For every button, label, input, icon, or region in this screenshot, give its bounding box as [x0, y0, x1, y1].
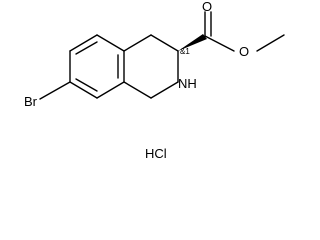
double-bond-ring-bottom-left	[75, 78, 98, 92]
bond-c3-c4	[150, 34, 179, 52]
stereo-wedge-bond	[178, 34, 207, 51]
molecule-diagram: Br NH O O &1 HCl	[24, 0, 285, 161]
double-bond-ring-top-left	[75, 41, 98, 55]
bond-n-c1	[150, 81, 179, 99]
nh-label: NH	[178, 76, 197, 91]
bond-c1-c8a	[123, 81, 152, 99]
bond-ring-bottom-left	[69, 81, 98, 99]
bond-carbon-bromine	[39, 81, 71, 100]
bond-ring-top-right	[96, 34, 125, 52]
carbonyl-oxygen-label: O	[202, 0, 212, 14]
bromine-label: Br	[24, 94, 38, 109]
bond-ester-oxygen	[204, 35, 235, 52]
hydrochloride-label: HCl	[145, 146, 167, 161]
stereo-descriptor-label: &1	[180, 47, 190, 56]
benzene-ring	[69, 34, 125, 99]
bond-ring-top-left	[69, 34, 98, 52]
structure-canvas: Br NH O O &1 HCl	[24, 0, 285, 161]
ester-oxygen-label: O	[239, 44, 249, 59]
bond-c4-c4a	[123, 34, 152, 52]
bond-ring-bottom-right	[96, 81, 125, 99]
bond-methyl	[256, 34, 285, 52]
tetrahydropyridine-ring	[123, 34, 179, 99]
